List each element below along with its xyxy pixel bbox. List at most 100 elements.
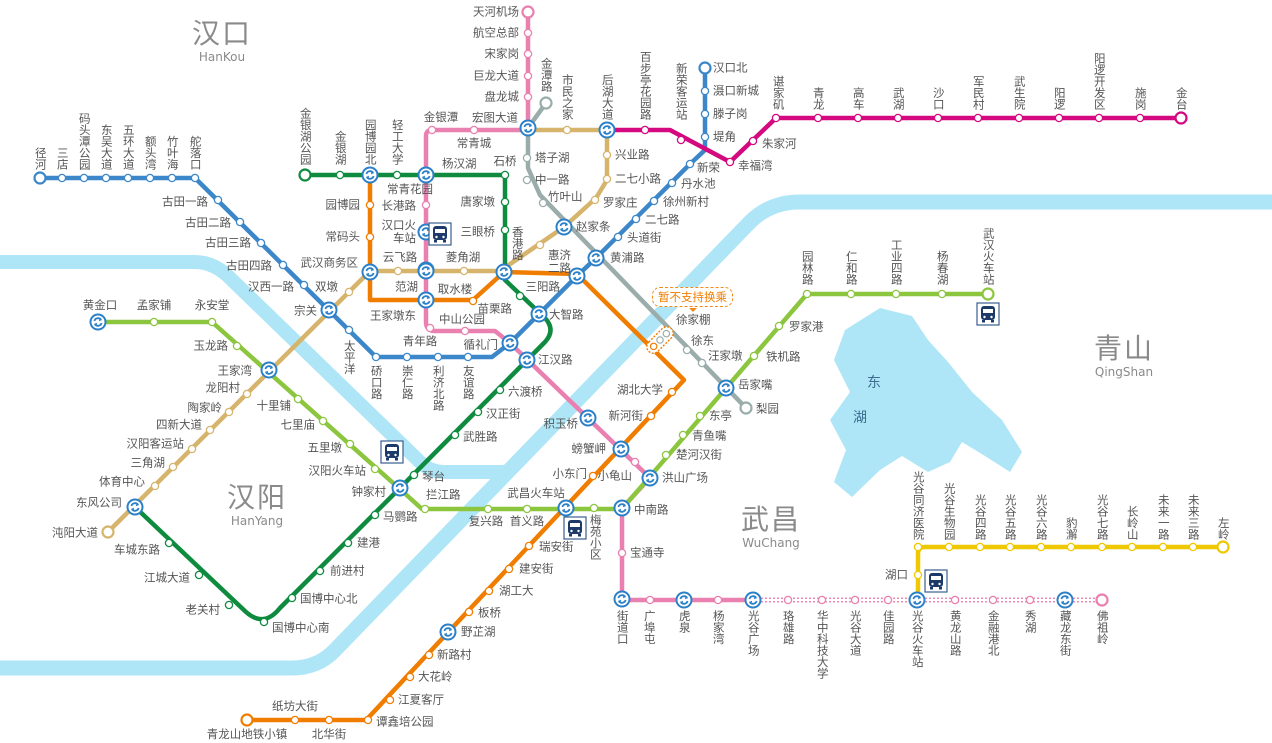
station-dot[interactable] [483,504,493,514]
station-dot[interactable] [944,542,954,552]
transfer-station-icon[interactable] [391,479,409,497]
station-label[interactable]: 街道口 [615,610,630,645]
station-dot[interactable] [278,260,288,270]
station-dot[interactable] [602,174,612,184]
station-dot[interactable] [468,296,478,306]
station-dot[interactable] [817,595,827,605]
station-label[interactable]: 黄金口 [82,298,118,313]
station-dot[interactable] [523,28,533,38]
station-dot[interactable] [523,92,533,102]
station-label[interactable]: 汉正街 [486,406,521,421]
station-dot[interactable] [500,170,510,180]
station-dot[interactable] [500,197,510,207]
station-dot[interactable] [678,430,688,440]
terminal-station-dot[interactable] [240,713,254,727]
transfer-station-icon[interactable] [260,361,278,379]
transfer-station-icon[interactable] [501,334,519,352]
station-label[interactable]: 宗关 [294,303,317,318]
station-dot[interactable] [667,178,677,188]
station-dot[interactable] [535,240,545,250]
station-dot[interactable] [1014,113,1024,123]
station-label[interactable]: 徐家棚 [676,312,711,327]
station-label[interactable]: 常码头 [325,229,361,244]
transfer-station-icon[interactable] [519,119,537,137]
station-label[interactable]: 新荣客运站 [674,62,689,121]
station-dot[interactable] [370,510,380,520]
station-label[interactable]: 二七路 [645,212,680,227]
station-dot[interactable] [676,135,686,145]
station-dot[interactable] [891,289,901,299]
station-label[interactable]: 幸福湾 [738,158,773,173]
station-label[interactable]: 琴台 [422,469,445,484]
station-dot[interactable] [463,352,473,362]
station-label[interactable]: 四新大道 [156,417,202,432]
terminal-station-dot[interactable] [1216,540,1230,554]
terminal-station-dot[interactable] [298,168,312,182]
station-dot[interactable] [145,173,155,183]
station-label[interactable]: 滕子岗 [713,106,748,121]
station-label[interactable]: 铁机路 [766,349,801,364]
transfer-station-icon[interactable] [613,590,631,608]
station-dot[interactable] [937,289,947,299]
station-label[interactable]: 虎泉 [677,610,692,633]
station-label[interactable]: 三阳路 [525,279,561,294]
station-dot[interactable] [164,538,174,548]
station-dot[interactable] [749,351,759,361]
station-dot[interactable] [661,450,671,460]
station-dot[interactable] [318,416,328,426]
station-label[interactable]: 杨汉湖 [442,156,477,171]
station-label[interactable]: 百步亭花园路 [638,51,653,120]
station-dot[interactable] [299,280,309,290]
station-dot[interactable] [168,462,178,472]
station-label[interactable]: 范湖 [395,279,418,294]
terminal-station-dot[interactable] [739,401,753,415]
station-label[interactable]: 汉口北 [713,60,748,75]
station-label[interactable]: 珞雄路 [781,610,796,645]
station-dot[interactable] [150,481,160,491]
station-dot[interactable] [187,444,197,454]
station-label[interactable]: 汉阳客运站 [126,436,185,451]
station-label[interactable]: 青年路 [402,334,438,348]
station-label[interactable]: 体育中心 [99,474,145,489]
station-label[interactable]: 循礼门 [463,337,499,352]
station-label[interactable]: 施岗 [1133,87,1148,110]
station-label[interactable]: 额头湾 [143,135,158,171]
station-dot[interactable] [500,225,510,235]
station-label[interactable]: 汉阳火车站 [308,463,367,478]
station-dot[interactable] [324,715,334,725]
station-label[interactable]: 龙阳村 [205,380,241,395]
station-dot[interactable] [459,266,469,276]
station-label[interactable]: 岳家嘴 [738,377,773,392]
station-label[interactable]: 双墩 [315,279,338,294]
station-dot[interactable] [235,217,245,227]
station-label[interactable]: 湖口 [885,567,908,582]
station-label[interactable]: 常青花园 [387,182,433,196]
station-dot[interactable] [402,352,412,362]
station-label[interactable]: 武湖 [891,87,906,110]
station-dot[interactable] [617,548,627,558]
station-label[interactable]: 光谷四路 [973,494,988,540]
station-dot[interactable] [290,715,300,725]
station-dot[interactable] [802,289,812,299]
station-label[interactable]: 头道街 [627,230,662,245]
station-label[interactable]: 江汉路 [538,352,573,367]
station-label[interactable]: 赵家条 [576,219,611,234]
station-dot[interactable] [700,86,710,96]
station-label[interactable]: 华中科技大学 [815,610,830,679]
terminal-station-dot[interactable] [698,61,712,75]
station-label[interactable]: 黄龙山路 [948,610,963,656]
station-dot[interactable] [1025,595,1035,605]
station-label[interactable]: 孟家铺 [136,298,172,313]
station-label[interactable]: 金潭路 [539,57,554,93]
station-label[interactable]: 光谷七路 [1095,494,1110,540]
station-label[interactable]: 徐州新村 [663,194,709,209]
station-label[interactable]: 三店 [55,147,70,170]
station-label[interactable]: 古田二路 [185,215,231,230]
transfer-station-icon[interactable] [417,262,435,280]
station-dot[interactable] [433,352,443,362]
station-label[interactable]: 汉口火车站 [381,218,417,245]
station-dot[interactable] [57,173,67,183]
station-dot[interactable] [682,345,692,355]
station-dot[interactable] [630,457,640,467]
station-label[interactable]: 沙口 [931,87,946,110]
